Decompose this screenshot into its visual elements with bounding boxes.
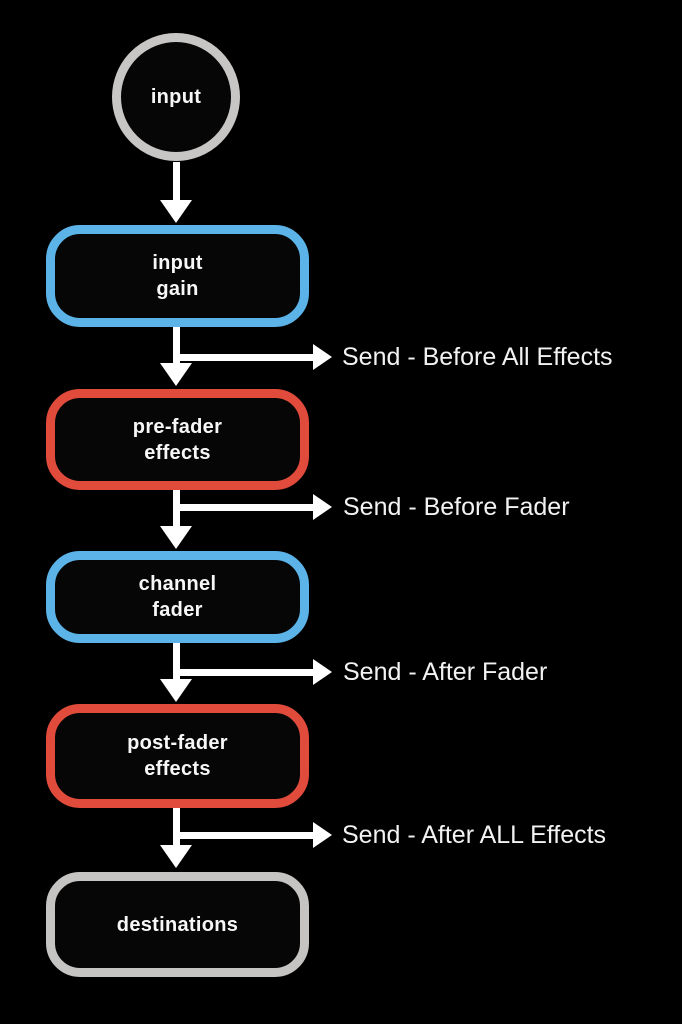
arrowhead-right-icon	[313, 659, 332, 685]
node-destinations-label: destinations	[116, 913, 239, 936]
arrowhead-down-icon	[160, 363, 192, 386]
node-channel-fader: channel fader	[46, 551, 309, 643]
node-pre-fader-effects: pre-fader effects	[46, 389, 309, 490]
arrowhead-right-icon	[313, 822, 332, 848]
arrowhead-down-icon	[160, 200, 192, 223]
connector-input-to-gain	[173, 162, 180, 203]
send-branch-line	[174, 832, 314, 839]
node-channel-fader-label: channel fader	[138, 573, 217, 621]
send-label-after-fader: Send - After Fader	[343, 658, 548, 686]
node-post-fader-effects: post-fader effects	[46, 704, 309, 808]
send-label-before-fader: Send - Before Fader	[343, 493, 570, 521]
send-label-after-all-effects: Send - After ALL Effects	[342, 821, 607, 849]
node-pre-fader-effects-label: pre-fader effects	[132, 415, 223, 464]
send-branch-line	[174, 504, 314, 511]
node-input: input	[112, 33, 240, 161]
connector-fader-to-postfader	[173, 643, 180, 681]
send-branch-line	[174, 354, 314, 361]
send-label-before-all-effects: Send - Before All Effects	[342, 343, 613, 371]
send-branch-line	[174, 669, 314, 676]
node-input-gain: input gain	[46, 225, 309, 327]
arrowhead-down-icon	[160, 845, 192, 868]
node-input-label: input	[150, 86, 202, 108]
arrowhead-right-icon	[313, 494, 332, 520]
node-input-gain-label: input gain	[152, 252, 203, 300]
node-destinations: destinations	[46, 872, 309, 977]
connector-gain-to-prefader	[173, 327, 180, 365]
arrowhead-down-icon	[160, 679, 192, 702]
node-post-fader-effects-label: post-fader effects	[127, 732, 228, 780]
arrowhead-down-icon	[160, 526, 192, 549]
arrowhead-right-icon	[313, 344, 332, 370]
connector-postfader-to-destinations	[173, 808, 180, 847]
